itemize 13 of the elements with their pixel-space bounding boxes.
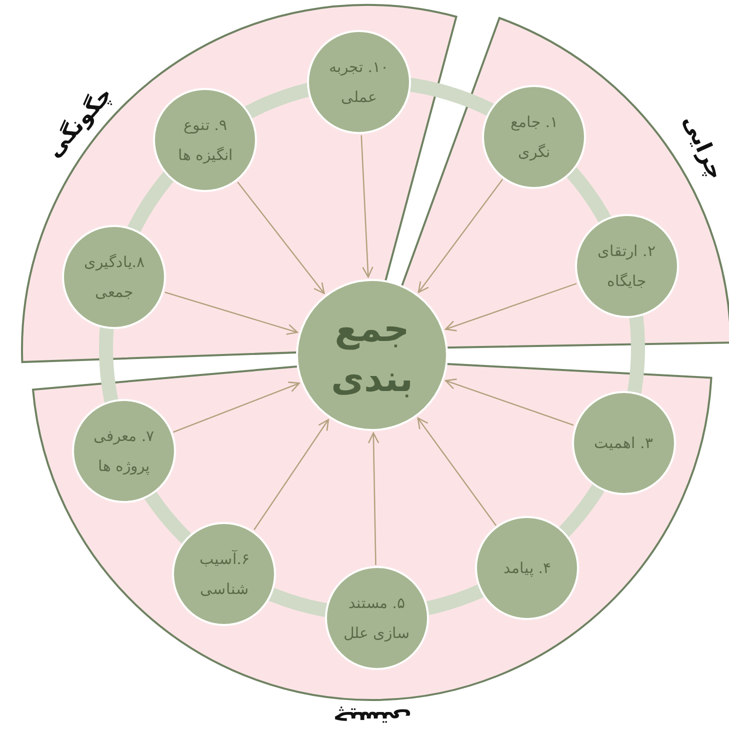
arrow (417, 417, 497, 526)
sector-heading: چگونگی (42, 82, 118, 162)
arrow (254, 419, 330, 530)
arrow (444, 282, 577, 332)
arrow (164, 292, 298, 335)
arrow (445, 378, 574, 426)
arrow (173, 382, 300, 433)
sector-heading: چرایی (678, 112, 728, 184)
arrow (360, 135, 374, 278)
arrow (237, 182, 325, 294)
sector-heading: چیستی (332, 706, 412, 730)
arrow (368, 432, 380, 565)
arrow (418, 178, 504, 294)
